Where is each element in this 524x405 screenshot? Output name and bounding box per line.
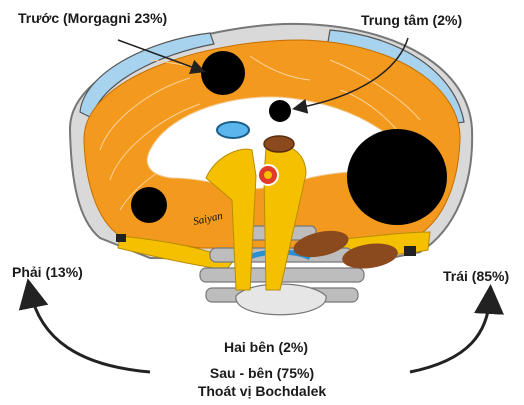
quadratus-left [404, 246, 416, 256]
arrow-left-curve [410, 296, 490, 372]
esophageal-opening [264, 136, 294, 152]
label-bochdalek: Thoát vị Bochdalek [0, 383, 524, 399]
label-posterolateral: Sau - bên (75%) [0, 365, 524, 381]
label-anterior-morgagni: Trước (Morgagni 23%) [18, 10, 167, 26]
arrow-right-curve [30, 290, 150, 372]
aorta-lumen [264, 171, 272, 179]
right-bochdalek-defect [131, 187, 167, 223]
morgagni-defect [201, 51, 245, 95]
central-defect [269, 100, 291, 122]
ivc-foramen [217, 122, 249, 138]
label-lateral: Hai bên (2%) [224, 339, 308, 355]
label-left: Trái (85%) [443, 268, 509, 284]
quadratus-right [116, 234, 126, 242]
label-right: Phải (13%) [12, 264, 83, 280]
label-central: Trung tâm (2%) [361, 12, 462, 28]
left-bochdalek-defect [347, 129, 447, 225]
